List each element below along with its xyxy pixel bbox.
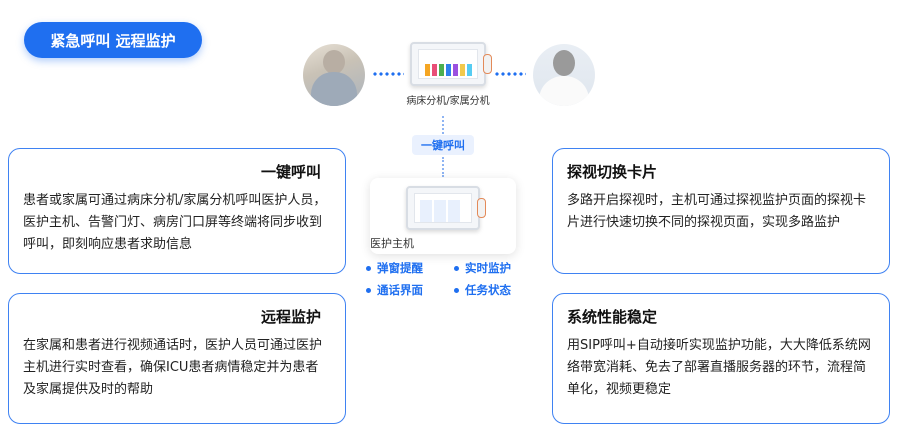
- card-title: 探视切换卡片: [567, 163, 658, 181]
- card-text: 在家属和患者进行视频通话时，医护人员可通过医护主机进行实时查看，确保ICU患者病…: [23, 338, 323, 397]
- card-title: 一键呼叫: [260, 163, 321, 181]
- one-click-call-tag: 一键呼叫: [412, 135, 474, 155]
- feature-item: 实时监护: [454, 260, 511, 276]
- host-device-card: 医护主机: [370, 178, 516, 254]
- card-visit-switch: 探视切换卡片 多路开启探视时，主机可通过探视监护页面的探视卡片进行快速切换不同的…: [552, 148, 890, 274]
- bullet-dot-icon: [454, 265, 459, 271]
- flow-line-bottom: [442, 157, 444, 177]
- card-text: 多路开启探视时，主机可通过探视监护页面的探视卡片进行快速切换不同的探视页面，实现…: [567, 193, 867, 230]
- card-title: 远程监护: [260, 308, 321, 326]
- bedside-device-label: 病床分机/家属分机: [406, 96, 490, 107]
- host-device-label: 医护主机: [370, 237, 414, 250]
- bullet-dot-icon: [366, 265, 371, 271]
- card-title: 系统性能稳定: [567, 308, 658, 326]
- card-text: 用SIP呼叫+自动接听实现监护功能，大大降低系统网络带宽消耗、免去了部署直播服务…: [567, 338, 871, 397]
- connector-dots-right: [494, 72, 526, 76]
- tablet-device-icon: [410, 42, 492, 86]
- connector-dots-left: [372, 72, 404, 76]
- card-system-stable: 系统性能稳定 用SIP呼叫+自动接听实现监护功能，大大降低系统网络带宽消耗、免去…: [552, 293, 890, 424]
- feature-item: 通话界面: [366, 282, 423, 298]
- flow-line-top: [442, 116, 444, 134]
- card-one-click-call: 一键呼叫 患者或家属可通过病床分机/家属分机呼叫医护人员，医护主机、告警门灯、病…: [8, 148, 346, 274]
- bullet-dot-icon: [454, 287, 459, 293]
- title-pill: 紧急呼叫 远程监护: [24, 22, 202, 58]
- family-avatar: [533, 44, 595, 106]
- patient-avatar: [303, 44, 365, 106]
- feature-item: 任务状态: [454, 282, 511, 298]
- card-text: 患者或家属可通过病床分机/家属分机呼叫医护人员，医护主机、告警门灯、病房门口屏等…: [23, 193, 327, 252]
- bedside-device: 病床分机/家属分机: [395, 42, 501, 107]
- bullet-dot-icon: [366, 287, 371, 293]
- feature-item: 弹窗提醒: [366, 260, 423, 276]
- card-remote-monitoring: 远程监护 在家属和患者进行视频通话时，医护人员可通过医护主机进行实时查看，确保I…: [8, 293, 346, 424]
- tablet-device-icon: [406, 186, 486, 230]
